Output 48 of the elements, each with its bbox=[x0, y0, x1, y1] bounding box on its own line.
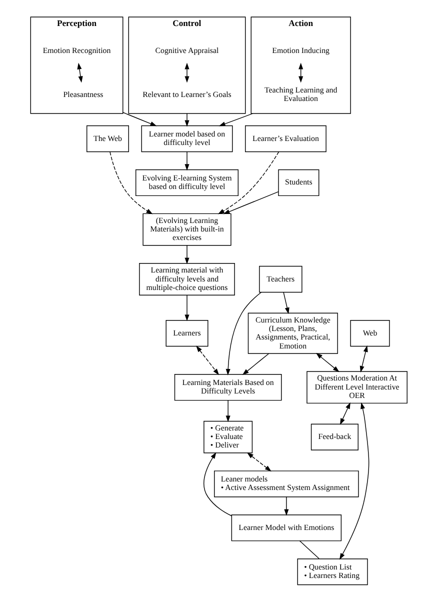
node-box: Evolving E-learning System based on difficulty level bbox=[134, 169, 238, 196]
arrow bbox=[338, 402, 369, 560]
node-box: Web bbox=[350, 320, 390, 347]
arrow bbox=[122, 112, 156, 126]
node-box: Learner model based on difficulty level bbox=[140, 125, 232, 152]
arrow bbox=[242, 353, 269, 376]
arrow bbox=[184, 245, 189, 264]
node-box: Learning Materials Based on Difficulty Levels bbox=[174, 374, 282, 401]
node-box: (Evolving Learning Materials) with built-in exercises bbox=[142, 213, 231, 246]
arrow bbox=[109, 152, 152, 214]
arrow bbox=[184, 62, 189, 83]
arrow bbox=[184, 294, 189, 322]
node-text: Pleasantness bbox=[62, 90, 103, 99]
arrow bbox=[225, 292, 262, 376]
node-box: Questions Moderation At Different Level Interactive OER bbox=[306, 371, 407, 404]
arrow bbox=[359, 345, 368, 372]
node-box: Leaner models • Active Assessment System Assignment bbox=[214, 470, 358, 498]
arrow bbox=[203, 452, 232, 516]
node-box: Learning material with difficulty levels and multiple-choice questions bbox=[138, 263, 234, 296]
node-text: Emotion Inducing bbox=[272, 46, 330, 55]
node-text: Teaching Learning and Evaluation bbox=[264, 86, 337, 104]
arrow bbox=[184, 113, 189, 127]
node-box: Learner Model with Emotions bbox=[230, 514, 342, 542]
node-box: Feed-back bbox=[310, 424, 358, 450]
node-text: Emotion Recognition bbox=[42, 46, 110, 55]
arrow bbox=[315, 352, 339, 372]
arrow bbox=[246, 452, 271, 472]
arrow bbox=[76, 62, 82, 83]
node-box: Learner’s Evaluation bbox=[244, 125, 326, 152]
node-box: Curriculum Knowledge (Lesson, Plans, Assignments, Practical, Emotion bbox=[247, 312, 338, 354]
node-box: The Web bbox=[86, 125, 128, 152]
node-box: • Generate • Evaluate • Deliver bbox=[203, 420, 252, 454]
arrow bbox=[222, 191, 278, 214]
arrow bbox=[284, 496, 288, 516]
arrow bbox=[196, 346, 219, 376]
node-box: Teachers bbox=[258, 266, 302, 293]
node-text: Relevant to Learner’s Goals bbox=[142, 90, 231, 99]
node-box: Learners bbox=[165, 320, 208, 347]
arrow bbox=[340, 402, 350, 425]
node-box: Students bbox=[278, 169, 319, 196]
arrow bbox=[217, 151, 279, 214]
arrow bbox=[184, 151, 189, 171]
connector bbox=[298, 540, 319, 560]
arrow bbox=[225, 400, 230, 422]
node-text: Cognitive Appraisal bbox=[154, 46, 218, 55]
arrow bbox=[218, 113, 252, 126]
node-box: • Question List • Learners Rating bbox=[296, 558, 368, 586]
arrow bbox=[282, 292, 289, 314]
